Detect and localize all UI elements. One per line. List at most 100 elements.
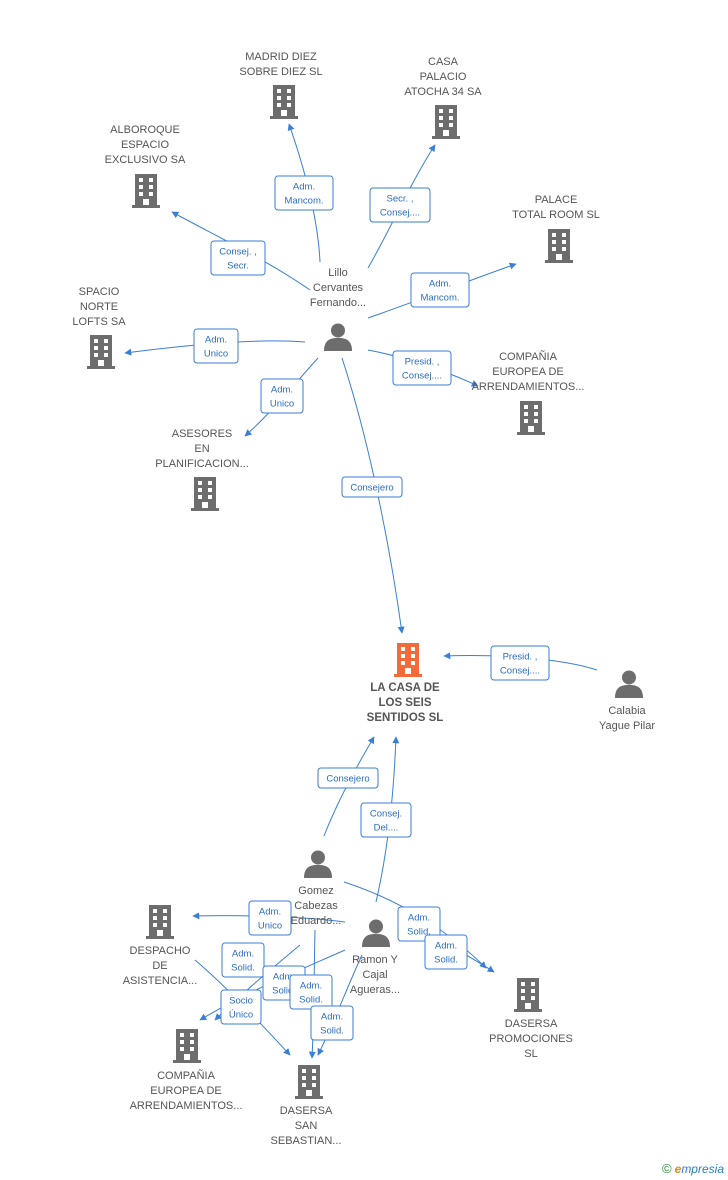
company-label: MADRID DIEZ bbox=[245, 51, 317, 63]
building-icon bbox=[191, 477, 219, 511]
company-node-madrid[interactable]: MADRID DIEZ SOBRE DIEZ SL bbox=[239, 51, 323, 119]
edge-label-text: Solid. bbox=[320, 1026, 344, 1037]
edge-label-text: Unico bbox=[270, 399, 294, 410]
edge-label-text: Adm. bbox=[293, 182, 315, 193]
edge-label[interactable]: Adm.Solid. bbox=[221, 942, 265, 978]
building-icon bbox=[132, 174, 160, 208]
edge-label[interactable]: Adm.Unico bbox=[260, 378, 304, 414]
edge-label-text: Consej.... bbox=[500, 666, 540, 677]
edge-label-box bbox=[369, 187, 431, 223]
edge-label-box bbox=[220, 989, 262, 1025]
edge-label-text: Solid. bbox=[434, 955, 458, 966]
edge-label-text: Adm. bbox=[435, 941, 457, 952]
company-label: ESPACIO bbox=[121, 139, 170, 151]
company-label: DESPACHO bbox=[130, 945, 191, 957]
person-node-gomez[interactable]: GomezCabezasEduardo... bbox=[291, 850, 342, 927]
person-icon bbox=[304, 850, 332, 878]
edge-label-box bbox=[248, 900, 292, 936]
edge-label-box bbox=[260, 378, 304, 414]
building-icon bbox=[432, 105, 460, 139]
edge-label-text: Adm. bbox=[205, 335, 227, 346]
edge-label-text: Presid. , bbox=[503, 652, 538, 663]
edge-label-box bbox=[424, 934, 468, 970]
edge-label-text: Adm. bbox=[300, 981, 322, 992]
edge-labels-layer: Adm.Mancom.Secr. ,Consej....Consej. ,Sec… bbox=[193, 175, 550, 1041]
edges-layer bbox=[124, 123, 598, 1059]
edge-label[interactable]: Secr. , Consej.... bbox=[369, 187, 431, 223]
person-label: Agueras... bbox=[350, 984, 400, 996]
person-node-ramon[interactable]: Ramon YCajalAgueras... bbox=[350, 919, 400, 996]
edge-label-text: Presid. , bbox=[405, 357, 440, 368]
edge-line bbox=[317, 954, 363, 1056]
edge-label-text: Único bbox=[229, 1010, 253, 1021]
edge-label[interactable]: Adm.Unico bbox=[193, 328, 239, 364]
edge-label-text: Mancom. bbox=[284, 196, 323, 207]
company-label: EN bbox=[194, 443, 209, 455]
footer-brand[interactable]: ©empresia bbox=[662, 1161, 724, 1176]
person-node-lillo[interactable]: LilloCervantesFernando... bbox=[310, 267, 366, 351]
edge-label[interactable]: Adm. Mancom. bbox=[274, 175, 334, 211]
building-icon bbox=[270, 85, 298, 119]
edge-label[interactable]: Presid. , Consej.... bbox=[392, 350, 452, 386]
company-label: LA CASA DE bbox=[370, 682, 440, 694]
edge-label-text: Consej.... bbox=[380, 208, 420, 219]
person-label: Cabezas bbox=[294, 900, 338, 912]
edge-label-text: Adm. bbox=[321, 1012, 343, 1023]
building-icon bbox=[394, 643, 422, 677]
edge-label-text: Consejero bbox=[350, 483, 393, 494]
person-icon bbox=[362, 919, 390, 947]
company-label: SEBASTIAN... bbox=[271, 1135, 342, 1147]
company-node-dasersa_san[interactable]: DASERSASANSEBASTIAN... bbox=[271, 1065, 342, 1147]
edge-label-text: Consej.... bbox=[402, 371, 442, 382]
company-label: LOS SEIS bbox=[378, 697, 431, 709]
person-label: Gomez bbox=[298, 885, 333, 897]
edge-label[interactable]: Adm.Unico bbox=[248, 900, 292, 936]
company-label: CASA bbox=[428, 56, 459, 68]
edge-label-box bbox=[221, 942, 265, 978]
edge-label[interactable]: Consej. ,Secr. bbox=[210, 240, 266, 276]
edge-label[interactable]: Adm. Solid. bbox=[310, 1005, 354, 1041]
edge-label[interactable]: Adm. Solid. bbox=[424, 934, 468, 970]
company-label: SOBRE DIEZ SL bbox=[239, 66, 322, 78]
edge-label-text: Mancom. bbox=[420, 293, 459, 304]
company-node-asesores[interactable]: ASESORES EN PLANIFICACION... bbox=[155, 428, 249, 511]
edge-label-box bbox=[360, 802, 412, 838]
company-label: COMPAÑIA bbox=[157, 1069, 216, 1082]
edge-label-box bbox=[410, 272, 470, 308]
edge-label-box bbox=[392, 350, 452, 386]
company-label: ASESORES bbox=[172, 428, 233, 440]
edge-label[interactable]: Consej.Del.... bbox=[360, 802, 412, 838]
edge-label[interactable]: Adm.Mancom. bbox=[410, 272, 470, 308]
edge-label-text: Solid. bbox=[272, 986, 296, 997]
edge-label[interactable]: Consejero bbox=[341, 476, 403, 498]
company-label: NORTE bbox=[80, 301, 118, 313]
building-icon bbox=[87, 335, 115, 369]
person-label: Cervantes bbox=[313, 282, 364, 294]
edge-label-box bbox=[274, 175, 334, 211]
edge-label[interactable]: Adm.Solid. bbox=[289, 974, 333, 1010]
company-label: PLANIFICACION... bbox=[155, 458, 249, 470]
edge-label[interactable]: Adm.Solid. bbox=[397, 906, 441, 942]
building-icon bbox=[514, 978, 542, 1012]
edge-label[interactable]: Consejero bbox=[317, 767, 379, 789]
edge-label-text: Consej. , bbox=[219, 247, 257, 258]
edge-label-box bbox=[317, 767, 379, 789]
edge-label[interactable]: Presid. , Consej.... bbox=[490, 645, 550, 681]
building-icon bbox=[146, 905, 174, 939]
company-label: LOFTS SA bbox=[72, 316, 126, 328]
company-node-despacho[interactable]: DESPACHODEASISTENCIA... bbox=[123, 905, 198, 987]
edge-label-text: Secr. , bbox=[387, 194, 414, 205]
person-label: Lillo bbox=[328, 267, 348, 279]
edge-label-text: Adm. bbox=[273, 972, 295, 983]
